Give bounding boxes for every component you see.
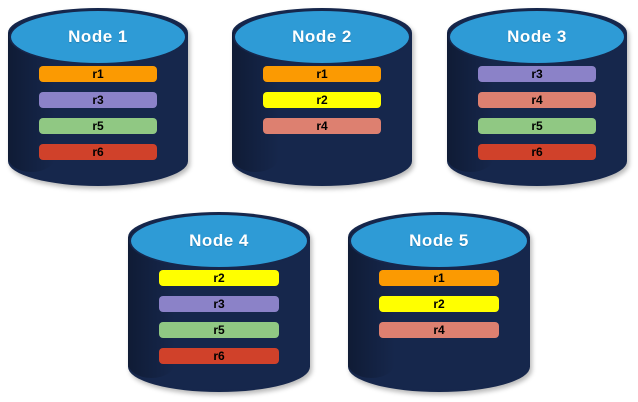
database-node-1[interactable]: Node 1 r1 r3 r5 r6 [8, 8, 188, 186]
record-bar[interactable]: r6 [158, 348, 280, 364]
database-node-4[interactable]: Node 4 r2 r3 r5 r6 [128, 212, 310, 392]
database-node-3[interactable]: Node 3 r3 r4 r5 r6 [447, 8, 627, 186]
database-node-2[interactable]: Node 2 r1 r2 r4 [232, 8, 412, 186]
record-bar[interactable]: r2 [262, 92, 382, 108]
cylinder-top-ellipse: Node 1 [9, 9, 187, 65]
record-bar[interactable]: r4 [477, 92, 597, 108]
cylinder-top-ellipse: Node 3 [448, 9, 626, 65]
record-list: r2 r3 r5 r6 [128, 270, 310, 364]
record-bar[interactable]: r5 [38, 118, 158, 134]
record-list: r1 r2 r4 [232, 66, 412, 134]
record-bar[interactable]: r2 [378, 296, 500, 312]
record-bar[interactable]: r3 [158, 296, 280, 312]
record-list: r3 r4 r5 r6 [447, 66, 627, 160]
record-bar[interactable]: r1 [38, 66, 158, 82]
node-label: Node 1 [68, 27, 128, 46]
node-label: Node 5 [409, 231, 469, 250]
record-bar[interactable]: r4 [262, 118, 382, 134]
cylinder-top-ellipse: Node 5 [349, 213, 529, 269]
record-bar[interactable]: r6 [477, 144, 597, 160]
record-list: r1 r3 r5 r6 [8, 66, 188, 160]
record-bar[interactable]: r1 [378, 270, 500, 286]
record-bar[interactable]: r1 [262, 66, 382, 82]
cylinder-top-ellipse: Node 4 [129, 213, 309, 269]
record-bar[interactable]: r2 [158, 270, 280, 286]
record-bar[interactable]: r3 [477, 66, 597, 82]
record-bar[interactable]: r5 [477, 118, 597, 134]
record-list: r1 r2 r4 [348, 270, 530, 338]
node-label: Node 2 [292, 27, 352, 46]
record-bar[interactable]: r3 [38, 92, 158, 108]
node-label: Node 4 [189, 231, 249, 250]
record-bar[interactable]: r4 [378, 322, 500, 338]
database-node-5[interactable]: Node 5 r1 r2 r4 [348, 212, 530, 392]
cylinder-top-ellipse: Node 2 [233, 9, 411, 65]
record-bar[interactable]: r6 [38, 144, 158, 160]
record-bar[interactable]: r5 [158, 322, 280, 338]
node-label: Node 3 [507, 27, 567, 46]
